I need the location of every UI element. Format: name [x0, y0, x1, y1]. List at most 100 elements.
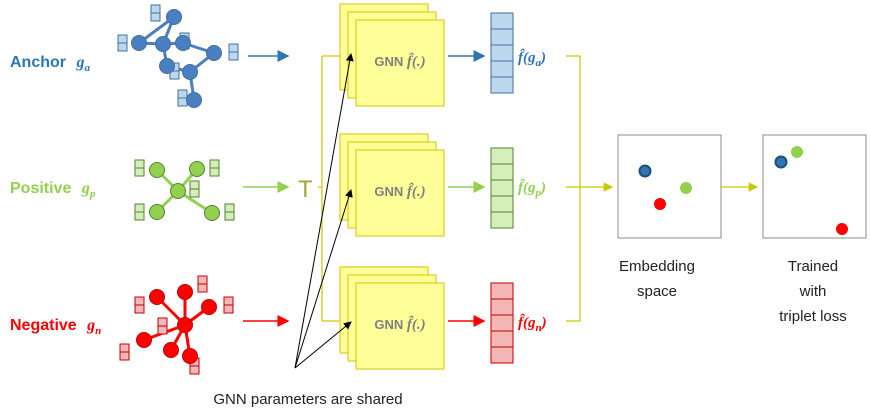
node-feature-box — [119, 343, 130, 361]
positive-output-label: f̂(gp) — [518, 178, 546, 199]
graph-node — [189, 161, 205, 177]
gnn-text: GNN — [374, 317, 407, 332]
negative-graph — [119, 275, 234, 375]
shared-caption: GNN parameters are shared — [213, 391, 402, 408]
graph-node — [201, 299, 217, 315]
embedding-caption-line-2: space — [637, 283, 677, 300]
node-feature-box — [224, 203, 235, 221]
vector-cell — [490, 195, 514, 213]
positive-gnn-label: GNN f̂(.) — [374, 182, 425, 200]
node-feature-box — [134, 159, 145, 177]
graph-node — [186, 92, 202, 108]
node-feature-box — [117, 34, 128, 52]
graph-node — [206, 45, 222, 61]
vector-cell — [490, 346, 514, 364]
graph-node — [204, 205, 220, 221]
graph-node — [155, 36, 171, 52]
vector-cell — [490, 298, 514, 316]
anchor-label: Anchor ga — [10, 54, 90, 74]
shared-arrow-positive-gnn — [294, 189, 353, 369]
embedding-space-box — [617, 134, 722, 239]
positive-gnn-stack: GNN f̂(.) — [339, 133, 445, 237]
graph-node — [136, 332, 152, 348]
shared-arrow-negative-gnn — [294, 321, 352, 369]
positive-label: Positive gp — [10, 180, 96, 200]
embedding-negative-point — [654, 198, 666, 210]
t-bracket — [318, 55, 340, 322]
anchor-embedding-vector — [490, 12, 514, 94]
graph-node — [131, 35, 147, 51]
shared-parameter-arrows — [294, 53, 354, 369]
merge-connector — [566, 55, 581, 322]
vector-cell — [490, 282, 514, 300]
trained-anchor-point — [774, 155, 788, 169]
node-feature-box — [197, 275, 208, 293]
vector-cell — [490, 44, 514, 62]
positive-sub: p — [89, 188, 96, 200]
negative-embedding-vector — [490, 282, 514, 364]
vector-cell — [490, 330, 514, 348]
positive-graph — [134, 159, 235, 221]
positive-g: g — [81, 180, 90, 197]
trained-positive-point — [791, 146, 803, 158]
node-feature-box — [189, 180, 200, 198]
graph-node — [182, 64, 198, 80]
anchor-graph — [117, 4, 239, 108]
negative-g: g — [86, 317, 95, 334]
gnn-func: f̂(.) — [407, 52, 426, 70]
graph-node — [166, 9, 182, 25]
gnn-layer-card — [355, 19, 445, 107]
graph-node — [149, 289, 165, 305]
vector-cell — [490, 147, 514, 165]
node-feature-box — [134, 203, 145, 221]
negative-output-label: f̂(gn) — [518, 313, 547, 334]
t-label: T — [298, 176, 313, 203]
graph-node — [170, 183, 186, 199]
gnn-func: f̂(.) — [407, 315, 426, 333]
node-feature-box — [134, 296, 145, 314]
positive-name: Positive — [10, 180, 71, 197]
graph-node — [149, 204, 165, 220]
gnn-func: f̂(.) — [407, 182, 426, 200]
trained-space-box — [762, 134, 867, 239]
vector-cell — [490, 211, 514, 229]
embedding-vectors — [490, 12, 514, 364]
anchor-g: g — [75, 54, 84, 71]
vector-cell — [490, 12, 514, 30]
gnn-text: GNN — [374, 54, 407, 69]
graph-node — [149, 162, 165, 178]
node-feature-box — [209, 159, 220, 177]
graph-node — [182, 348, 198, 364]
trained-negative-point — [836, 223, 848, 235]
embedding-caption-line-1: Embedding — [619, 258, 695, 275]
vector-cell — [490, 179, 514, 197]
embedding-positive-point — [680, 182, 692, 194]
graph-node — [177, 284, 193, 300]
anchor-name: Anchor — [10, 54, 66, 71]
trained-caption-line-1: Trained — [788, 258, 838, 275]
node-feature-box — [177, 89, 188, 107]
trained-caption-line-2: with — [799, 283, 827, 300]
anchor-sub: a — [84, 62, 90, 74]
node-feature-box — [157, 317, 168, 335]
negative-label: Negative gn — [10, 317, 101, 337]
gnn-stacks: GNN f̂(.)GNN f̂(.)GNN f̂(.) — [339, 3, 445, 370]
positive-embedding-vector — [490, 147, 514, 229]
negative-gnn-stack: GNN f̂(.) — [339, 266, 445, 370]
anchor-output-label: f̂(ga) — [518, 48, 546, 69]
shared-arrow-anchor-gnn — [294, 53, 354, 369]
negative-name: Negative — [10, 317, 77, 334]
anchor-gnn-label: GNN f̂(.) — [374, 52, 425, 70]
vector-cell — [490, 163, 514, 181]
anchor-gnn-stack: GNN f̂(.) — [339, 3, 445, 107]
vector-cell — [490, 76, 514, 94]
vector-cell — [490, 60, 514, 78]
node-feature-box — [150, 4, 161, 22]
graph-node — [175, 35, 191, 51]
vector-cell — [490, 28, 514, 46]
graph-node — [163, 342, 179, 358]
gnn-text: GNN — [374, 184, 407, 199]
node-feature-box — [223, 296, 234, 314]
